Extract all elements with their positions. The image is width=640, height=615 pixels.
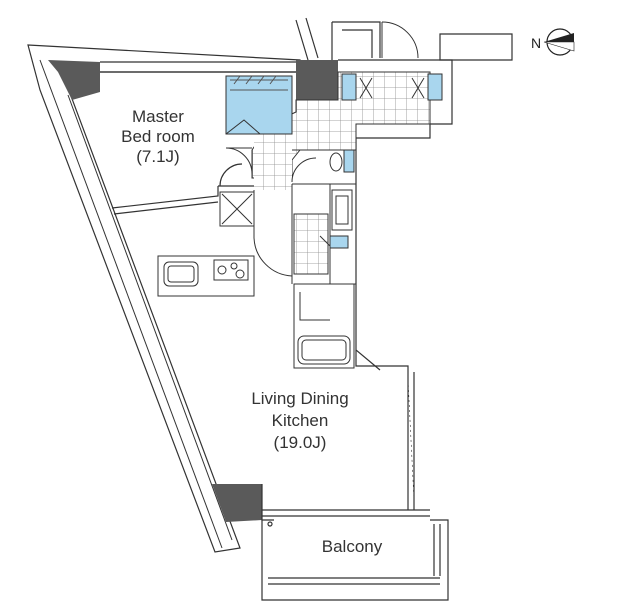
- wall-east: [355, 350, 415, 510]
- toilet-room: [291, 149, 357, 185]
- tiled-corridor-lower: [254, 130, 292, 178]
- storage-cabinet: [219, 191, 255, 227]
- master-bedroom-area: (7.1J): [136, 147, 179, 166]
- entrance-closets: [341, 73, 443, 101]
- bathroom: [293, 283, 355, 369]
- wall-north: [100, 61, 300, 73]
- entrance-door: [381, 21, 419, 59]
- entrance-walls: [295, 17, 513, 371]
- bedroom-door: [225, 147, 253, 175]
- balcony: [261, 519, 449, 601]
- ldk-area: (19.0J): [274, 433, 327, 452]
- structural-column: [212, 484, 262, 522]
- master-bedroom-label: Master Bed room (7.1J): [121, 107, 195, 166]
- ldk-label-line2: Kitchen: [272, 411, 329, 430]
- wall-south: [261, 484, 430, 521]
- tiled-washroom: [293, 213, 329, 275]
- tiled-washroom: [254, 178, 292, 190]
- structural-column: [48, 60, 100, 100]
- ldk-label-line1: Living Dining: [251, 389, 348, 408]
- master-bedroom-label-line2: Bed room: [121, 127, 195, 146]
- master-bedroom-label-line1: Master: [132, 107, 184, 126]
- ldk-label: Living Dining Kitchen (19.0J): [251, 389, 348, 452]
- north-arrow-icon: [543, 28, 575, 56]
- kitchen-counter: [157, 255, 255, 297]
- balcony-label: Balcony: [322, 537, 383, 556]
- walk-in-closet: [225, 75, 293, 135]
- bedroom-partition: [111, 163, 254, 215]
- structural-column: [296, 60, 338, 100]
- north-label: N: [531, 35, 541, 51]
- stove-top: [213, 259, 249, 281]
